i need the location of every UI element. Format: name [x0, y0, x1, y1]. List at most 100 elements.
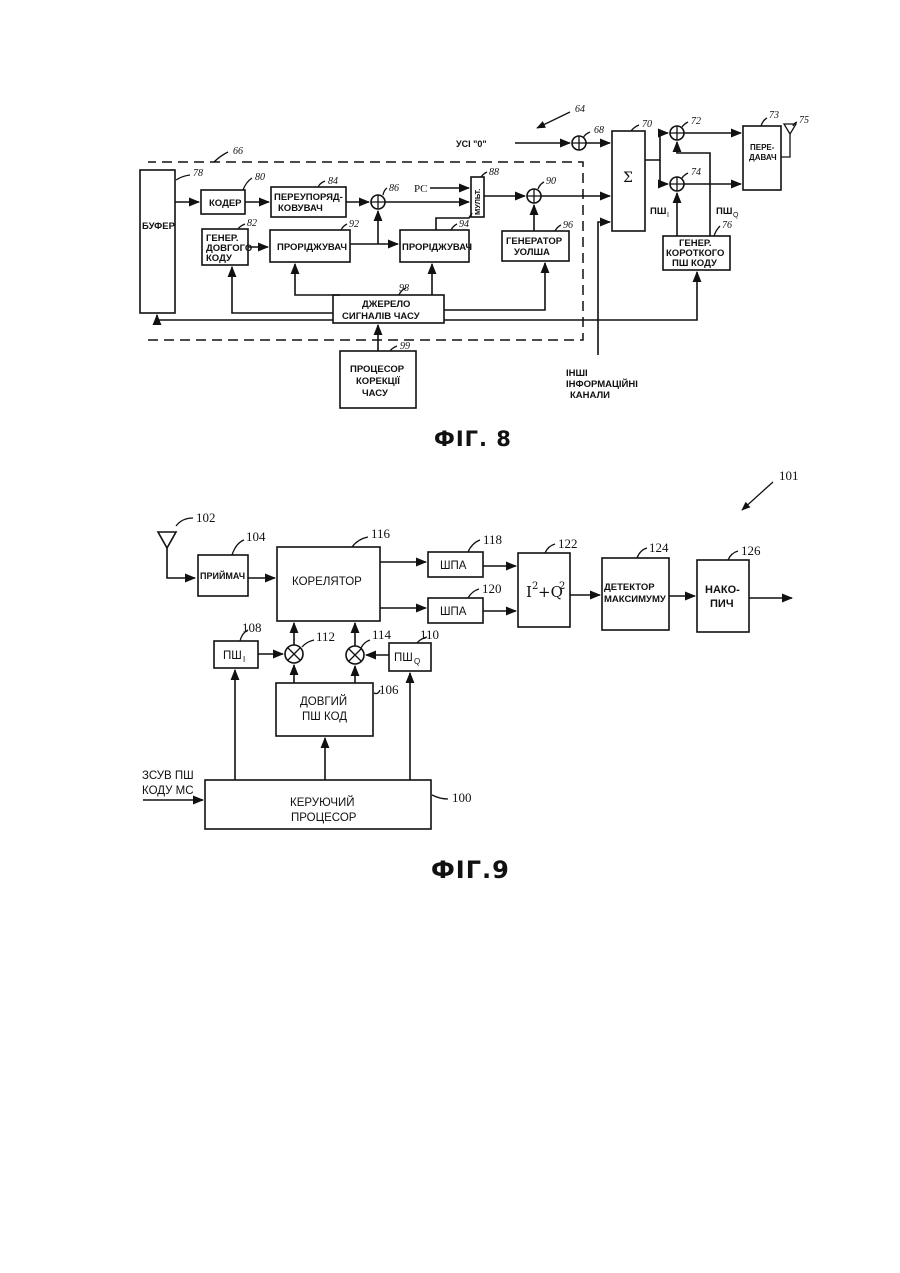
multiplier-114: [346, 646, 364, 664]
svg-text:2: 2: [559, 581, 565, 592]
short-pn-generator-label-3: ПШ КОДУ: [672, 258, 717, 269]
accumulator-block: [697, 560, 749, 632]
reorderer-label-1: ПЕРЕУПОРЯД-: [274, 192, 343, 203]
adder-72: [670, 126, 684, 140]
svg-text:ПШ: ПШ: [716, 206, 732, 217]
figure-9-caption: ФІГ.9: [431, 856, 510, 884]
ref-100: 100: [452, 790, 472, 805]
ref-73: 73: [769, 110, 779, 121]
ref-64: 64: [575, 104, 585, 115]
timing-correction-processor-label-3: ЧАСУ: [362, 388, 388, 399]
summer-label: Σ: [623, 170, 633, 186]
multiplier-112: [285, 645, 303, 663]
lpf-118-label: ШПА: [440, 560, 467, 572]
ref-75: 75: [799, 115, 809, 126]
accumulator-label-1: НАКО-: [705, 584, 740, 596]
svg-text:I: I: [667, 212, 669, 219]
ref-110: 110: [420, 627, 439, 642]
other-channels-label-1: ІНШІ: [566, 368, 588, 379]
ref-66: 66: [233, 146, 243, 157]
ref-112: 112: [316, 629, 335, 644]
ref-126: 126: [741, 543, 761, 558]
control-processor-label-2: ПРОЦЕСОР: [291, 812, 357, 824]
timing-source-label-1: ДЖЕРЕЛО: [362, 299, 410, 310]
ref-120: 120: [482, 581, 502, 596]
pn-offset-label-2: КОДУ МС: [142, 785, 194, 797]
transmitter-label-1: ПЕРЕ-: [750, 143, 775, 152]
ref-80: 80: [255, 172, 265, 183]
transmitter-label-2: ДАВАЧ: [749, 153, 777, 162]
walsh-generator-label-1: ГЕНЕРАТОР: [506, 236, 563, 247]
correlator-label: КОРЕЛЯТОР: [292, 576, 362, 588]
ref-84: 84: [328, 176, 338, 187]
control-processor-label-1: КЕРУЮЧИЙ: [290, 796, 355, 809]
ref-124: 124: [649, 540, 669, 555]
mux-label: МУЛЬТ.: [473, 189, 482, 215]
svg-text:Q: Q: [414, 657, 420, 666]
ref-101: 101: [779, 468, 799, 483]
adder-86: [371, 195, 385, 209]
timing-correction-processor-label-1: ПРОЦЕСОР: [350, 364, 405, 375]
ref-70: 70: [642, 119, 652, 130]
decimator-94-label: ПРОРІДЖУВАЧ: [402, 242, 472, 253]
pn-offset-label-1: ЗСУВ ПШ: [142, 770, 194, 782]
ref-98: 98: [399, 283, 409, 294]
buffer-block: [140, 170, 175, 313]
decimator-92-label: ПРОРІДЖУВАЧ: [277, 242, 347, 253]
long-code-generator-label-3: КОДУ: [206, 253, 232, 264]
adder-74: [670, 177, 684, 191]
accumulator-label-2: ПИЧ: [710, 598, 734, 610]
ref-118: 118: [483, 532, 502, 547]
other-channels-label-3: КАНАЛИ: [570, 390, 610, 401]
ref-114: 114: [372, 627, 392, 642]
ref-82: 82: [247, 218, 257, 229]
antenna-75-icon: [781, 124, 796, 157]
figure-8: БУФЕР КОДЕР ПЕРЕУПОРЯД- КОВУВАЧ ГЕНЕР. Д…: [140, 104, 809, 451]
ref-86: 86: [389, 183, 399, 194]
ref-90: 90: [546, 176, 556, 187]
adder-90: [527, 189, 541, 203]
ref-102: 102: [196, 510, 216, 525]
ref-92: 92: [349, 219, 359, 230]
reorderer-label-2: КОВУВАЧ: [278, 203, 323, 214]
ref-74: 74: [691, 167, 701, 178]
svg-text:ПШ: ПШ: [650, 206, 666, 217]
ref-116: 116: [371, 526, 391, 541]
figure-8-caption: ФІГ. 8: [434, 427, 512, 451]
svg-text:ПШ: ПШ: [223, 650, 242, 662]
svg-text:ПШ: ПШ: [394, 652, 413, 664]
ref-94: 94: [459, 219, 469, 230]
max-detector-label-2: МАКСИМУМУ: [604, 594, 666, 605]
pc-label: PC: [414, 183, 427, 195]
ref-122: 122: [558, 536, 578, 551]
long-pn-code-block: [276, 683, 373, 736]
pn-i-signal-label: ПШ I: [650, 206, 669, 219]
walsh-generator-label-2: УОЛША: [514, 247, 550, 258]
svg-text:Q: Q: [733, 212, 739, 219]
receiver-label: ПРИЙМАЧ: [200, 570, 245, 581]
ref-99: 99: [400, 341, 410, 352]
coder-label: КОДЕР: [209, 198, 242, 209]
ref-108: 108: [242, 620, 262, 635]
max-detector-label-1: ДЕТЕКТОР: [604, 582, 655, 593]
ref-96: 96: [563, 220, 573, 231]
other-channels-label-2: ІНФОРМАЦІЙНІ: [566, 378, 638, 390]
timing-source-label-2: СИГНАЛІВ ЧАСУ: [342, 311, 420, 322]
long-pn-code-label-2: ПШ КОД: [302, 711, 347, 723]
pn-q-signal-label: ПШ Q: [716, 206, 739, 219]
ref-104: 104: [246, 529, 266, 544]
figure-9: ПРИЙМАЧ КОРЕЛЯТОР ШПА ШПА I 2 +Q 2 ДЕТЕК…: [142, 468, 799, 884]
ref-72: 72: [691, 116, 701, 127]
all-zero-label: УСІ "0": [456, 139, 487, 149]
adder-68: [572, 136, 586, 150]
buffer-label: БУФЕР: [142, 221, 176, 232]
ref-76: 76: [722, 220, 732, 231]
ref-68: 68: [594, 125, 604, 136]
ref-78: 78: [193, 168, 203, 179]
i2-plus-q2-label: I 2 +Q 2: [526, 581, 565, 601]
ref-88: 88: [489, 167, 499, 178]
long-pn-code-label-1: ДОВГИЙ: [300, 695, 347, 708]
antenna-102-icon: [158, 532, 195, 578]
